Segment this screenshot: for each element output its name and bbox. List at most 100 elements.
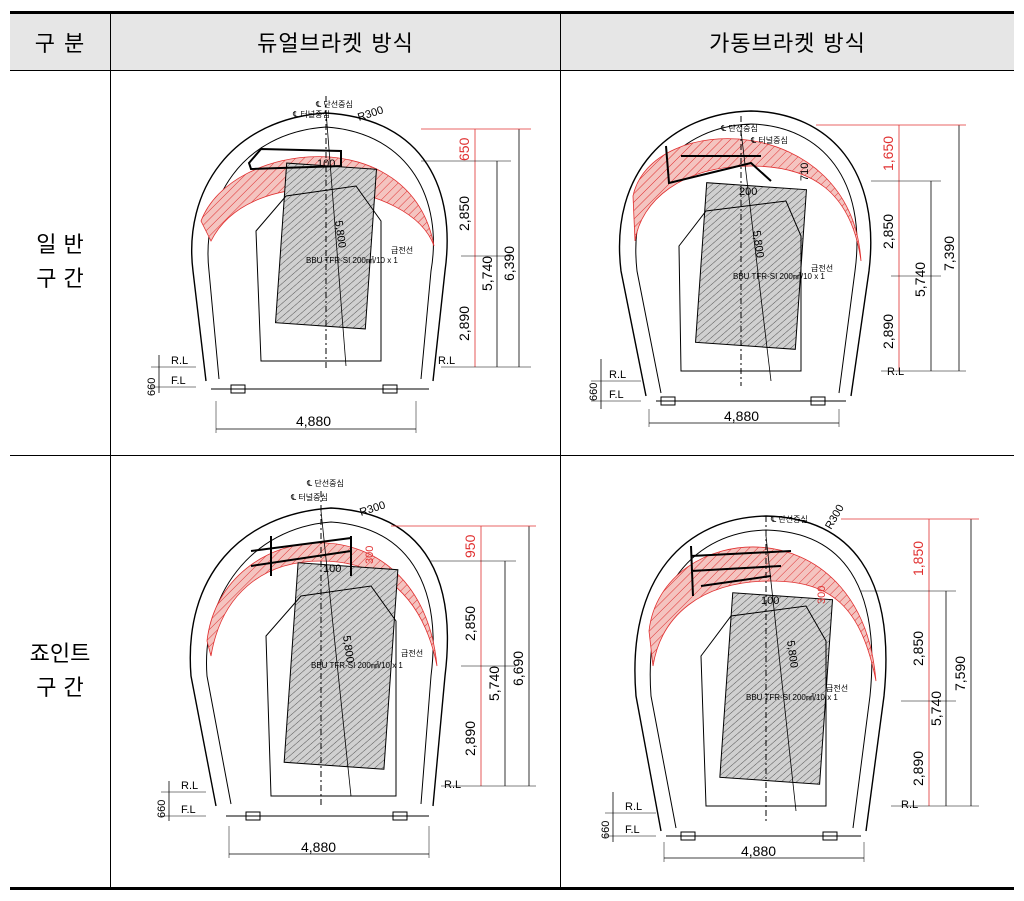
top-red-dim: 650 <box>456 137 472 161</box>
rl-label-right: R.L <box>887 366 904 378</box>
rl-label-left: R.L <box>625 801 642 813</box>
cable-note: BBU TFR-SI 200㎟/10 x 1 <box>733 272 825 281</box>
diagonal-line <box>320 510 352 797</box>
dim-d2: 2,890 <box>910 751 926 786</box>
dim-d1: 2,850 <box>910 631 926 666</box>
dim-d2: 2,890 <box>462 721 478 756</box>
bracket <box>665 145 772 185</box>
diagonal-line <box>740 130 772 382</box>
drain-right <box>392 811 408 821</box>
train-envelope <box>255 185 382 362</box>
center-label-2: ℄ 터널중심 <box>292 109 330 119</box>
fl-label: F.L <box>609 389 624 401</box>
dim-mid: 5,740 <box>928 691 944 726</box>
row-divider <box>10 455 1014 456</box>
cable-note: BBU TFR-SI 200㎟/10 x 1 <box>306 256 398 265</box>
row-label-line1: 죠인트 <box>29 641 91 667</box>
dim-total: 7,390 <box>941 236 957 271</box>
dim-total: 6,390 <box>501 246 517 281</box>
side-dim: 300 <box>364 546 376 564</box>
row-label-line2: 구 간 <box>36 267 84 292</box>
feeder-label: 급전선 <box>401 648 423 658</box>
feeder-label: 급전선 <box>811 263 833 273</box>
diag-label: 5,800 <box>750 230 766 259</box>
tunnel-outline-outer <box>189 507 449 807</box>
width-dim: 4,880 <box>296 413 331 429</box>
dim-d2: 2,890 <box>880 314 896 349</box>
top-red-dim: 1,850 <box>910 541 926 576</box>
diag-label: 5,800 <box>784 640 800 669</box>
dim-d1: 2,850 <box>880 214 896 249</box>
width-dim: 4,880 <box>301 839 336 855</box>
dim-d2: 2,890 <box>456 306 472 341</box>
header-divider <box>10 70 1014 71</box>
drain-right <box>810 396 826 406</box>
drawing-general-dual: ℄ 단선중심 ℄ 터널중심 R300 100 5,800 650 2,850 2… <box>111 71 560 455</box>
base-dim: 660 <box>588 383 600 401</box>
rl-label-right: R.L <box>438 355 455 367</box>
drain-left <box>660 396 676 406</box>
side-dim: 710 <box>799 163 811 181</box>
train-body <box>719 592 834 785</box>
train-envelope <box>265 585 397 797</box>
bracket <box>250 536 352 576</box>
drawing-joint-movable: ℄ 단선중심 R300 100 300 5,800 1,850 2,850 2,… <box>561 456 1014 887</box>
row-label-line2: 구 간 <box>36 675 84 701</box>
fl-label: F.L <box>625 824 640 836</box>
cable-note: BBU TFR-SI 200㎟/10 x 1 <box>746 693 838 702</box>
dim-d1: 2,850 <box>462 606 478 641</box>
row-label-general: 일 반 구 간 <box>10 71 110 455</box>
diagonal-line <box>325 110 347 367</box>
table-bottom-rule <box>10 887 1014 890</box>
center-label-1: ℄ 단선중심 <box>770 514 808 524</box>
bracket <box>690 545 792 597</box>
row-label-joint: 죠인트 구 간 <box>10 456 110 887</box>
dim-small: 100 <box>317 158 335 170</box>
dim-mid: 5,740 <box>479 256 495 291</box>
hatched-band <box>632 138 862 262</box>
drain-right <box>382 384 398 394</box>
column-divider-1 <box>110 13 111 889</box>
drain-left <box>230 384 246 394</box>
dim-small: 100 <box>761 595 779 607</box>
train-envelope <box>700 605 827 807</box>
diag-label: 5,800 <box>340 635 356 664</box>
train-body <box>283 562 399 770</box>
header-category: 구 분 <box>34 31 86 57</box>
center-label-2: ℄ 터널중심 <box>290 492 328 502</box>
dim-total: 7,590 <box>952 656 968 691</box>
dim-d1: 2,850 <box>456 196 472 231</box>
center-label-1: ℄ 단선중심 <box>315 99 353 109</box>
header-dual-bracket: 듀얼브라켓 방식 <box>257 31 414 57</box>
center-label-1: ℄ 단선중심 <box>720 123 758 133</box>
base-dim: 660 <box>156 800 168 818</box>
table-top-rule <box>10 11 1014 14</box>
dim-small: 100 <box>323 563 341 575</box>
diag-label: 5,800 <box>332 220 348 249</box>
base-dim: 660 <box>600 821 612 839</box>
cable-note: BBU TFR-SI 200㎟/10 x 1 <box>311 661 403 670</box>
dim-mid: 5,740 <box>486 666 502 701</box>
dim-small: 200 <box>739 186 757 198</box>
top-red-dim: 1,650 <box>880 136 896 171</box>
feeder-label: 급전선 <box>826 683 848 693</box>
fl-label: F.L <box>181 804 196 816</box>
drain-right <box>822 831 838 841</box>
header-movable-bracket: 가동브라켓 방식 <box>709 31 866 57</box>
width-dim: 4,880 <box>741 843 776 859</box>
hatched-band <box>648 546 877 682</box>
dim-mid: 5,740 <box>912 262 928 297</box>
center-label-1: ℄ 단선중심 <box>306 478 344 488</box>
rl-label-left: R.L <box>171 355 188 367</box>
train-envelope <box>678 200 802 372</box>
train-body <box>695 182 807 350</box>
drawing-joint-dual: ℄ 단선중심 ℄ 터널중심 R300 100 300 5,800 950 2,8… <box>111 456 560 887</box>
column-divider-2 <box>560 13 561 889</box>
drain-left <box>680 831 696 841</box>
rl-label-left: R.L <box>181 780 198 792</box>
row-label-line1: 일 반 <box>36 233 84 258</box>
base-dim: 660 <box>146 378 158 396</box>
rl-label-right: R.L <box>901 799 918 811</box>
tunnel-outline-outer <box>618 110 872 397</box>
top-red-dim: 950 <box>462 534 478 558</box>
